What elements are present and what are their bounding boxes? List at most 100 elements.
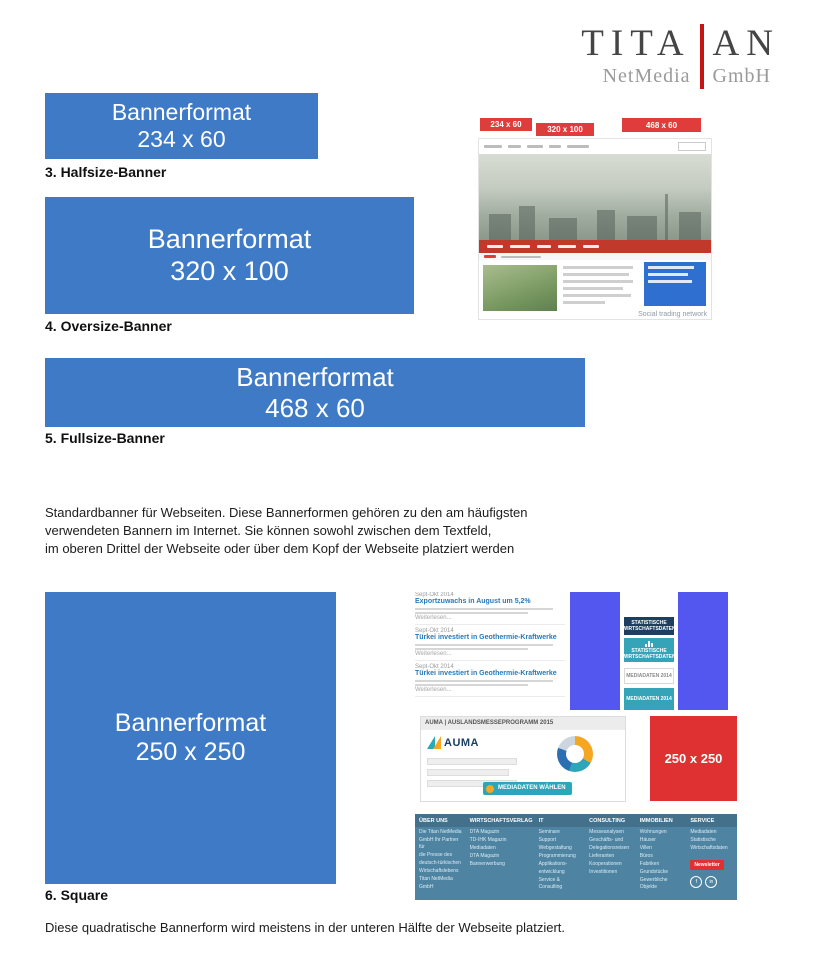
footer-link[interactable]: Webgestaltung — [538, 845, 572, 851]
statistics-button[interactable]: STATISTISCHE WIRTSCHAFTSDATEN — [622, 638, 676, 662]
news-headline[interactable]: Türkei investiert in Geothermie-Kraftwer… — [415, 670, 557, 677]
tag-placeholder — [484, 255, 496, 258]
square-ad-250[interactable]: 250 x 250 — [650, 716, 737, 801]
menu-item-placeholder[interactable] — [537, 245, 551, 248]
auma-logo-mark-orange — [433, 736, 441, 749]
nav-placeholder — [508, 145, 521, 148]
footer-link[interactable]: Häuser — [639, 837, 656, 843]
footer-column-header: IMMOBILIEN — [639, 818, 673, 824]
menu-item-placeholder[interactable] — [558, 245, 576, 248]
news-headline[interactable]: Exportzuwachs in August um 5,2% — [415, 598, 531, 605]
site-navbar — [479, 240, 711, 253]
site-subbar — [479, 253, 711, 260]
nav-placeholder — [527, 145, 543, 148]
statistics-label: STATISTISCHE WIRTSCHAFTSDATEN — [622, 617, 676, 635]
social-icons: f in — [690, 876, 735, 888]
footer-link[interactable]: Büros — [639, 853, 653, 859]
read-more-link[interactable]: Weiterlesen... — [415, 687, 452, 693]
donut-chart — [557, 736, 593, 772]
footer-link[interactable]: Lieferanten — [589, 853, 615, 859]
footer-link[interactable]: TD-IHK Magazin — [469, 837, 507, 843]
footer-link[interactable]: Wirtschaftsdaten — [690, 845, 728, 851]
footer-link[interactable]: Statistische — [690, 837, 716, 843]
banner-title: Bannerformat — [114, 708, 267, 737]
footer-link[interactable]: DTA Magazin — [469, 853, 500, 859]
footer-link[interactable]: Kooperationen — [589, 861, 622, 867]
website-preview-bottom: Sept-Okt 2014 Exportzuwachs in August um… — [415, 590, 737, 902]
header-photo — [479, 154, 711, 240]
footer-link[interactable]: Villen — [639, 845, 652, 851]
auma-logo-mark-teal — [427, 736, 435, 749]
footer-link[interactable]: Gewerbliche Objekte — [639, 877, 668, 890]
news-headline[interactable]: Türkei investiert in Geothermie-Kraftwer… — [415, 634, 557, 641]
tv-tower-shape — [665, 194, 668, 240]
banner-label-oversize: 4. Oversize-Banner — [45, 318, 172, 334]
footer-link[interactable]: Mediadaten — [690, 829, 717, 835]
intro-line-3: im oberen Drittel der Webseite oder über… — [45, 541, 515, 556]
footer-link[interactable]: GmbH Ihr Partner für — [419, 837, 459, 850]
article-text-placeholder — [563, 266, 635, 308]
footer-link[interactable]: Service & Consulting — [538, 877, 563, 890]
footer-link[interactable]: entwicklung — [538, 869, 565, 875]
footer-link[interactable]: Delegationsreisen — [589, 845, 630, 851]
footer-link[interactable]: Investitionen — [589, 869, 618, 875]
read-more-link[interactable]: Weiterlesen... — [415, 651, 452, 657]
footer-column-header: WIRTSCHAFTSVERLAG — [469, 818, 533, 824]
read-more-link[interactable]: Weiterlesen... — [415, 615, 452, 621]
form-field-placeholder[interactable] — [427, 758, 517, 765]
nav-placeholder — [484, 145, 502, 148]
footer-link[interactable]: Support — [538, 837, 557, 843]
footer-link[interactable]: Grundstücke — [639, 869, 669, 875]
newsletter-button[interactable]: Newsletter — [690, 860, 724, 870]
footer-link[interactable]: Titan NetMedia — [419, 876, 453, 882]
building-shape — [597, 210, 615, 240]
banner-label-halfsize: 3. Halfsize-Banner — [45, 164, 167, 180]
footer-link[interactable]: Wirtschaftslebens — [419, 868, 459, 874]
intro-line-1: Standardbanner für Webseiten. Diese Bann… — [45, 505, 528, 520]
banner-label-fullsize: 5. Fullsize-Banner — [45, 430, 165, 446]
size-chip-320x100: 320 x 100 — [536, 123, 594, 136]
square-ad-label: 250 x 250 — [664, 751, 723, 766]
website-screenshot: Social trading network — [478, 138, 712, 320]
footer-link[interactable]: Bannerwerbung — [469, 861, 505, 867]
footer-link[interactable]: Messeanalysen — [589, 829, 624, 835]
ad-text-line — [648, 280, 692, 283]
menu-item-placeholder[interactable] — [487, 245, 503, 248]
building-shape — [679, 212, 701, 240]
text-line — [415, 608, 553, 610]
footer-link[interactable]: Fabriken — [639, 861, 660, 867]
footer-link[interactable]: Applikations- — [538, 861, 568, 867]
footer-link[interactable]: DTA Magazin — [469, 829, 500, 835]
mediadaten-select-button[interactable]: MEDIADATEN WÄHLEN — [483, 782, 572, 795]
search-box[interactable] — [678, 142, 706, 151]
footer-link[interactable]: Geschäfts- und — [589, 837, 624, 843]
footer-column-header: SERVICE — [690, 818, 715, 824]
footer-link[interactable]: Mediadaten — [469, 845, 496, 851]
footer-link[interactable]: Wohnungen — [639, 829, 667, 835]
banner-size: 468 x 60 — [265, 392, 365, 423]
skyscraper-ad-left[interactable] — [570, 592, 620, 710]
footer-link[interactable]: Programmierung — [538, 853, 576, 859]
footer-link[interactable]: die Presse des — [419, 852, 453, 858]
text-line — [563, 294, 631, 297]
facebook-icon[interactable]: f — [690, 876, 703, 888]
ad-text-line — [648, 266, 694, 269]
sidebar-ad[interactable] — [644, 262, 706, 306]
footer-link[interactable]: deutsch-türkischen — [419, 860, 461, 866]
news-body-placeholder — [415, 680, 565, 686]
menu-item-placeholder[interactable] — [510, 245, 530, 248]
text-line — [415, 644, 553, 646]
logo-text-netmedia: NetMedia — [602, 65, 691, 87]
skyscraper-ad-right[interactable] — [678, 592, 728, 710]
menu-item-placeholder[interactable] — [583, 245, 599, 248]
footer-header-strip — [415, 814, 737, 827]
footer-link[interactable]: GmbH — [419, 884, 434, 890]
linkedin-icon[interactable]: in — [705, 876, 718, 888]
footer-link[interactable]: Die Titan NetMedia — [419, 829, 462, 835]
footer-link[interactable]: Seminare — [538, 829, 560, 835]
banner-title: Bannerformat — [236, 361, 394, 392]
form-field-placeholder[interactable] — [427, 769, 509, 776]
mediadaten-button[interactable]: MEDIADATEN 2014 — [624, 688, 674, 710]
text-line — [415, 648, 528, 650]
news-item: Sept-Okt 2014 Exportzuwachs in August um… — [415, 592, 565, 625]
